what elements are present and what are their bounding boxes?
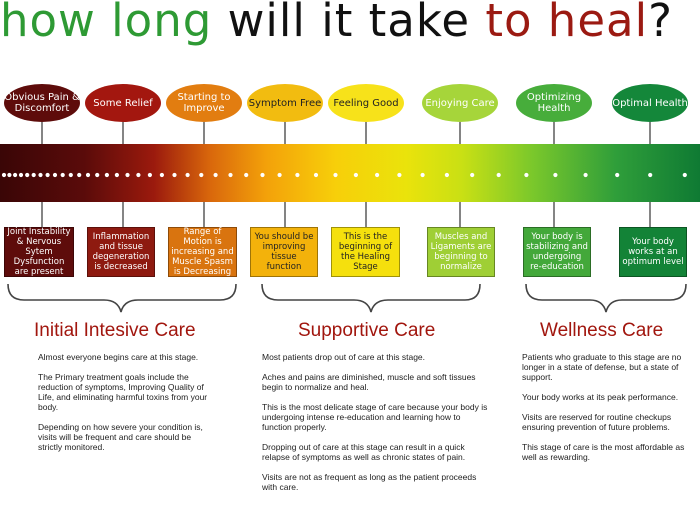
box-inflammation: Inflammation and tissue degeneration is … bbox=[87, 227, 155, 277]
bar-dot bbox=[260, 172, 265, 178]
bar-dot bbox=[31, 172, 36, 178]
paragraph: Visits are reserved for routine checkups… bbox=[522, 412, 672, 432]
box-stabilizing: Your body is stabilizing and undergoing … bbox=[523, 227, 591, 277]
oval-optimizing-health: Optimizing Health bbox=[516, 84, 592, 122]
bar-dot bbox=[333, 172, 338, 178]
paragraph: Depending on how severe your condition i… bbox=[38, 422, 203, 452]
bar-dot bbox=[1, 172, 7, 178]
bracket-initial bbox=[7, 283, 237, 313]
section-text-supportive: Most patients drop out of care at this s… bbox=[262, 352, 490, 502]
bar-dot bbox=[496, 172, 501, 178]
oval-enjoying-care: Enjoying Care bbox=[422, 84, 498, 122]
box-muscles-ligaments: Muscles and Ligaments are beginning to n… bbox=[427, 227, 495, 277]
page-title: how long will it take to heal? bbox=[0, 0, 700, 47]
bar-dot bbox=[353, 172, 358, 178]
bar-dot bbox=[682, 172, 687, 178]
title-part-question: ? bbox=[648, 0, 673, 47]
box-range-of-motion: Range of Motion is increasing and Muscle… bbox=[168, 227, 237, 277]
bar-dot bbox=[185, 172, 190, 178]
section-title-supportive: Supportive Care bbox=[298, 320, 436, 341]
oval-symptom-free: Symptom Free bbox=[247, 84, 323, 122]
bar-dot bbox=[295, 172, 300, 178]
bar-dot bbox=[38, 172, 43, 178]
dotted-line bbox=[1, 172, 687, 178]
bracket-wellness bbox=[525, 283, 687, 313]
bar-dot bbox=[159, 172, 164, 178]
paragraph: Almost everyone begins care at this stag… bbox=[38, 352, 199, 362]
bar-dot bbox=[125, 172, 130, 178]
stage-ovals: Obvious Pain & Discomfort Some Relief St… bbox=[0, 84, 700, 134]
bar-dot bbox=[60, 172, 65, 178]
title-part-to-heal: to heal bbox=[485, 0, 649, 47]
section-title-initial: Initial Intesive Care bbox=[34, 320, 196, 341]
paragraph: This is the most delicate stage of care … bbox=[262, 402, 488, 432]
oval-obvious-pain: Obvious Pain & Discomfort bbox=[4, 84, 80, 122]
oval-starting-to-improve: Starting to Improve bbox=[166, 84, 242, 122]
paragraph: Your body works at its peak performance. bbox=[522, 392, 679, 402]
oval-feeling-good: Feeling Good bbox=[328, 84, 404, 122]
box-joint-instability: Joint Instability & Nervous Sytem Dysfun… bbox=[4, 227, 74, 277]
section-title-wellness: Wellness Care bbox=[540, 320, 664, 341]
bar-dot bbox=[104, 172, 109, 178]
bar-dot bbox=[420, 172, 425, 178]
bar-dot bbox=[524, 172, 529, 178]
title-part-how-long: how long bbox=[0, 0, 213, 47]
progress-gradient-bar bbox=[0, 144, 700, 202]
paragraph: Visits are not as frequent as long as th… bbox=[262, 472, 477, 492]
paragraph: Most patients drop out of care at this s… bbox=[262, 352, 426, 362]
bar-dot bbox=[553, 172, 558, 178]
bracket-supportive bbox=[261, 283, 481, 313]
bar-dot bbox=[397, 172, 402, 178]
box-tissue-function: You should be improving tissue function bbox=[250, 227, 318, 277]
bar-dot bbox=[95, 172, 100, 178]
bar-dot bbox=[313, 172, 319, 178]
bar-dot bbox=[7, 172, 12, 178]
section-text-initial: Almost everyone begins care at this stag… bbox=[38, 352, 212, 462]
section-text-wellness: Patients who graduate to this stage are … bbox=[522, 352, 694, 472]
bar-dot bbox=[244, 172, 249, 178]
bar-dot bbox=[13, 172, 18, 178]
bar-dot bbox=[77, 172, 82, 178]
box-optimum-level: Your body works at an optimum level bbox=[619, 227, 687, 277]
title-part-will-it-take: will it take bbox=[212, 0, 486, 47]
bar-dot bbox=[25, 172, 30, 178]
bar-dot bbox=[444, 172, 449, 178]
paragraph: The Primary treatment goals include the … bbox=[38, 372, 208, 412]
bar-dot bbox=[85, 172, 91, 178]
paragraph: Aches and pains are diminished, muscle a… bbox=[262, 372, 476, 392]
box-healing-stage: This is the beginning of the Healing Sta… bbox=[331, 227, 400, 277]
paragraph: Dropping out of care at this stage can r… bbox=[262, 442, 466, 462]
bar-dot bbox=[277, 172, 282, 178]
bar-dot bbox=[18, 172, 24, 178]
bar-dot bbox=[45, 172, 50, 178]
bar-dot bbox=[52, 172, 58, 178]
bar-dot bbox=[615, 172, 620, 178]
paragraph: Patients who graduate to this stage are … bbox=[522, 352, 682, 382]
bar-dot bbox=[136, 172, 141, 178]
bar-dot bbox=[147, 172, 152, 178]
oval-optimal-health: Optimal Health bbox=[612, 84, 688, 122]
bar-dot bbox=[375, 172, 380, 178]
section-brackets bbox=[7, 283, 687, 313]
bar-dot bbox=[213, 172, 218, 178]
bar-dot bbox=[114, 172, 119, 178]
bar-dot bbox=[470, 172, 475, 178]
paragraph: This stage of care is the most affordabl… bbox=[522, 442, 685, 462]
bar-dot bbox=[583, 172, 588, 178]
bar-dot bbox=[199, 172, 204, 178]
oval-some-relief: Some Relief bbox=[85, 84, 161, 122]
bar-dot bbox=[648, 172, 653, 178]
bar-dot bbox=[228, 172, 233, 178]
bar-dot bbox=[68, 172, 73, 178]
bar-dot bbox=[172, 172, 177, 178]
